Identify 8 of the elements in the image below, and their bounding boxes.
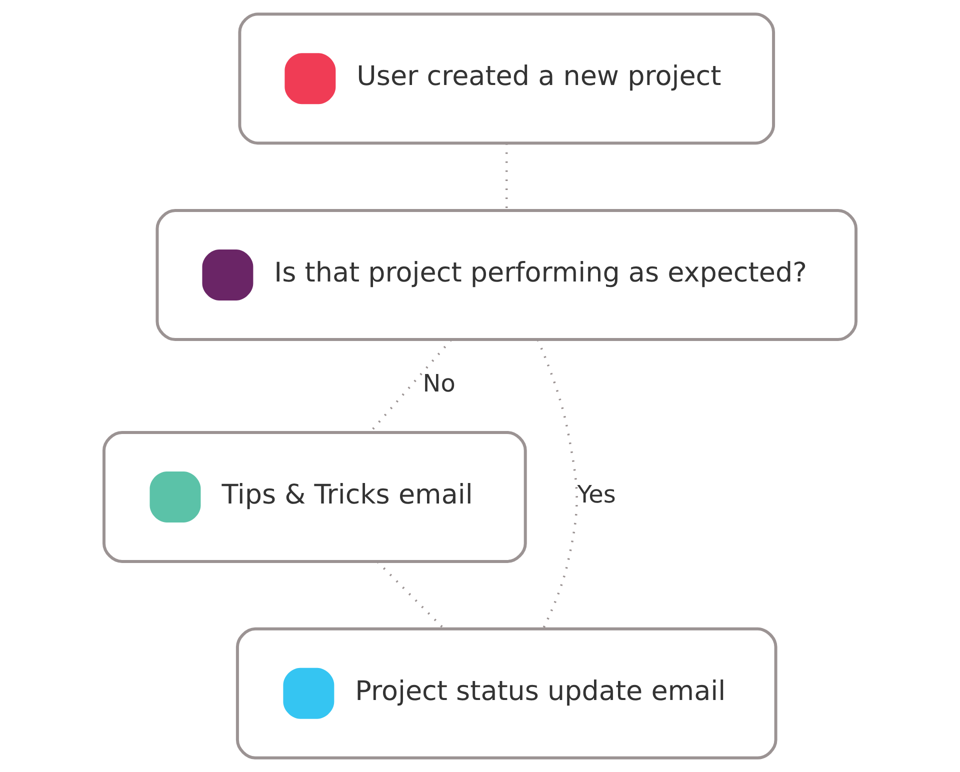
edge-label: Yes [577,480,616,509]
edge-label: No [422,370,456,398]
connector [376,561,444,630]
node-box: User created a new project [238,12,776,145]
node-box: Is that project performing as expected? [156,209,858,342]
node-box: Tips & Tricks email [102,430,527,563]
connector [536,339,578,630]
node-box: Project status update email [236,627,778,760]
